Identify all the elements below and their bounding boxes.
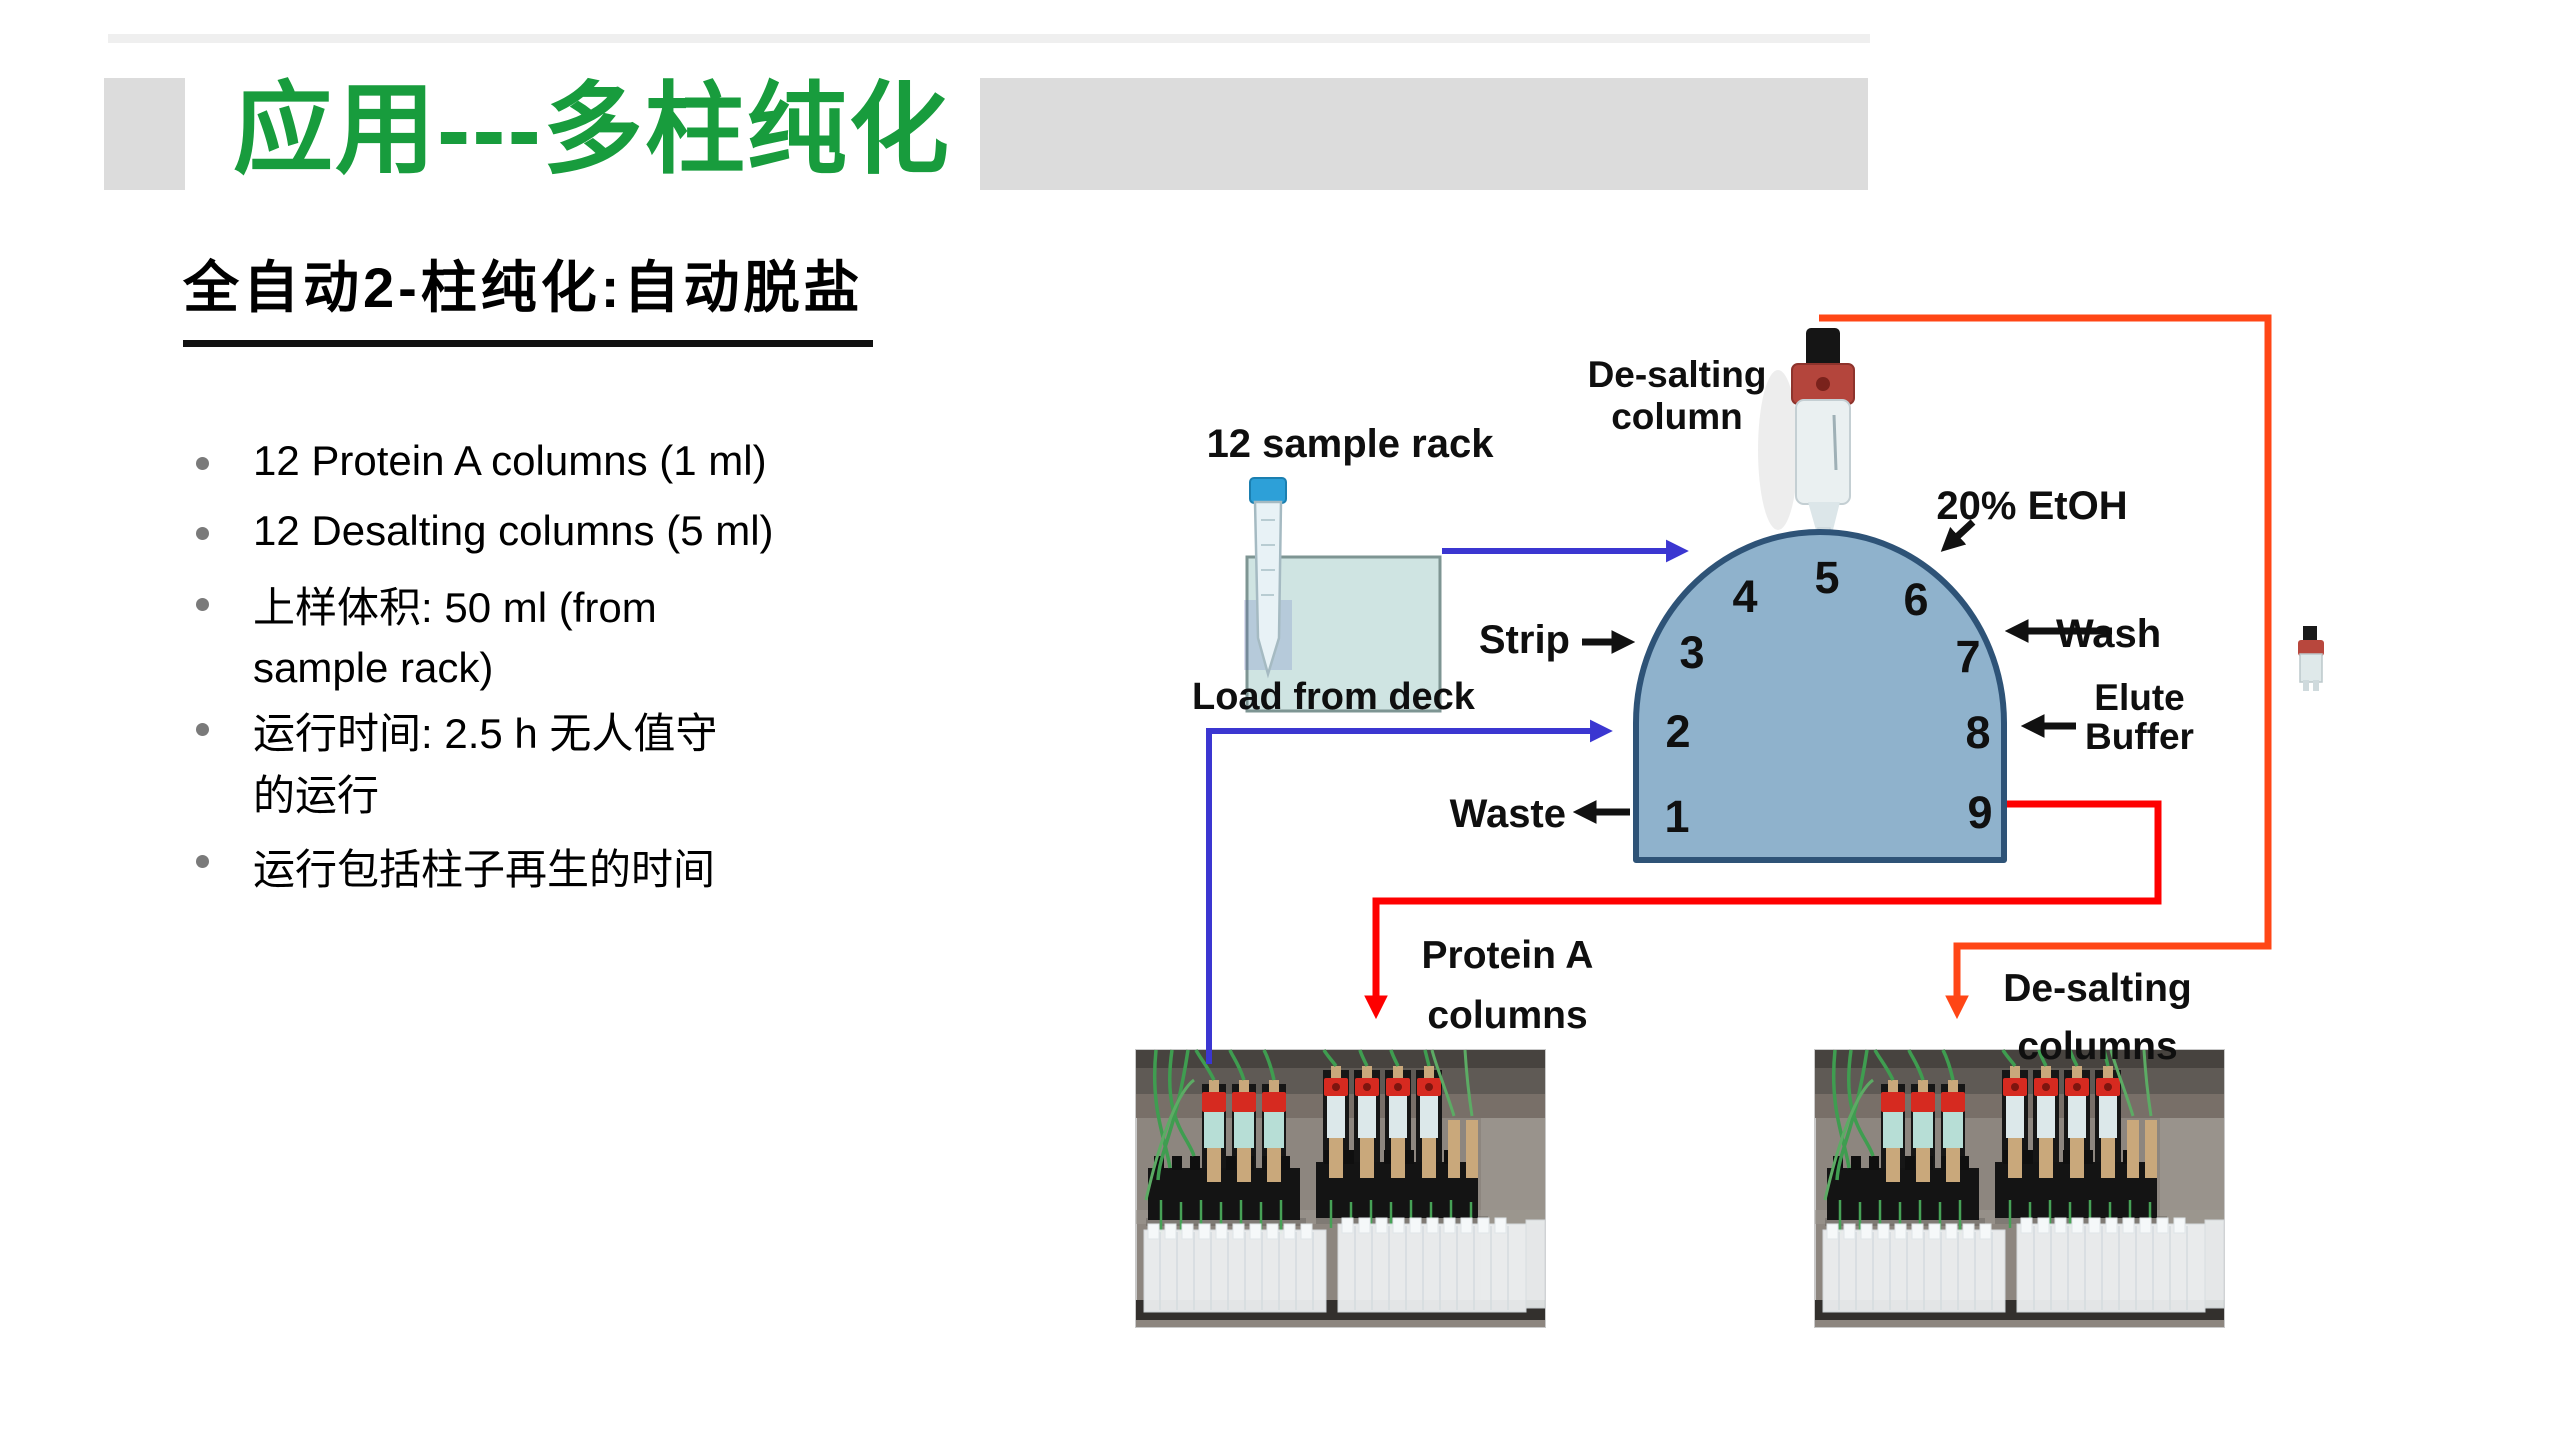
elute-buffer-label-line2: Buffer [2085,716,2194,757]
desalting-caption-line1: De-salting [2003,967,2192,1010]
bullet-dot [196,457,209,470]
desalting-deck-photo [1813,1048,2226,1329]
bullet-line: 的运行 [253,772,380,819]
valve-port-4: 4 [1732,571,1758,622]
etoh-label: 20% EtOH [1936,484,2128,528]
bullet-line: 上样体积: 50 ml (from [253,584,657,631]
bullet-line: 运行包括柱子再生的时间 [253,846,716,893]
valve-port-9: 9 [1967,787,1993,838]
load-from-deck-line [1206,719,1613,1064]
bullet-item: 上样体积: 50 ml (from sample rack) [253,578,657,698]
bullet-line: sample rack) [253,644,494,691]
waste-label: Waste [1449,792,1566,836]
valve-port-5: 5 [1814,552,1840,603]
spare-column-graphic [2298,626,2324,691]
valve-port-8: 8 [1965,707,1991,758]
section-heading: 全自动2-柱纯化:自动脱盐 [183,243,874,347]
eluate-tubing-line [1364,800,2162,1020]
valve-port-6: 6 [1903,574,1929,625]
valve-port-1: 1 [1664,791,1690,842]
bullet-line: 12 Desalting columns (5 ml) [253,507,774,554]
elute-buffer-label: Elute Buffer [2032,678,2247,756]
valve-body [1633,529,2007,863]
title-decoration-bar [980,78,1868,190]
sample-rack-label: 12 sample rack [1206,422,1494,466]
title-decoration-square [104,78,185,190]
etoh-arrow [1940,519,1976,552]
sample-tube [1249,477,1287,679]
valve-port-2: 2 [1665,706,1691,757]
valve-port-7: 7 [1955,631,1981,682]
sample-rack-graphic [1244,477,1442,713]
desalting-caption: De-salting columns [1975,960,2220,1076]
etoh-tubing-line [1819,314,2272,1020]
bullet-line: 12 Protein A columns (1 ml) [253,437,767,484]
bullet-dot [196,855,209,868]
desalting-column-label: De-salting column [1537,354,1817,438]
bullet-dot [196,598,209,611]
protein-a-caption-line2: columns [1427,994,1588,1037]
bullet-dot [196,527,209,540]
bullet-item: 12 Protein A columns (1 ml) [253,437,767,485]
desalting-column-label-line1: De-salting [1587,354,1767,395]
protein-a-caption-line1: Protein A [1421,934,1594,977]
desalting-caption-line2: columns [2017,1025,2178,1068]
bullet-item: 运行时间: 2.5 h 无人值守 的运行 [253,703,717,827]
bullet-item: 12 Desalting columns (5 ml) [253,507,774,555]
load-from-deck-label: Load from deck [1192,676,1475,718]
protein-a-caption: Protein A columns [1385,926,1630,1046]
desalting-column-label-line2: column [1611,396,1743,437]
top-rule [108,34,1870,43]
bullet-dot [196,723,209,736]
wash-label: Wash [2056,612,2162,656]
strip-label: Strip [1478,618,1570,662]
valve-port-3: 3 [1679,627,1705,678]
bullet-line: 运行时间: 2.5 h 无人值守 [253,710,718,757]
elute-buffer-label-line1: Elute [2094,677,2185,718]
bullet-item: 运行包括柱子再生的时间 [253,836,715,897]
page-title: 应用---多柱纯化 [233,74,951,186]
protein-a-deck-photo [1134,1048,1547,1329]
